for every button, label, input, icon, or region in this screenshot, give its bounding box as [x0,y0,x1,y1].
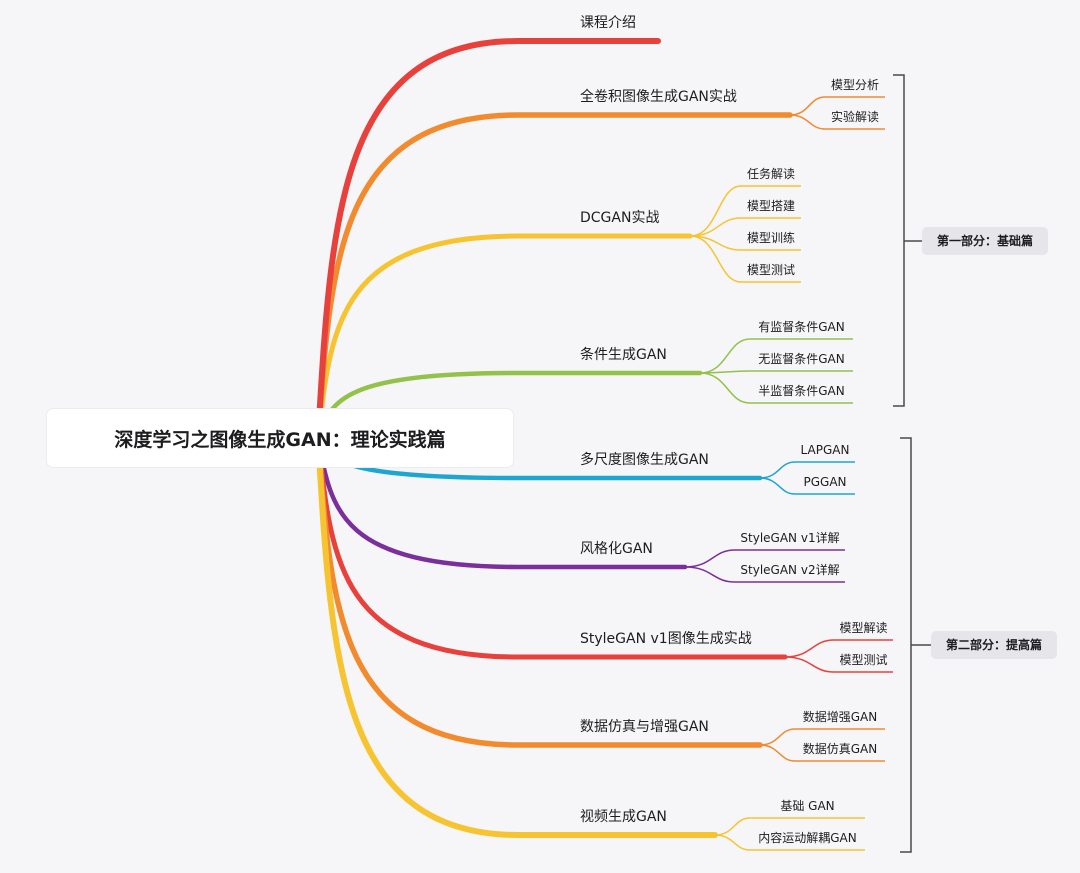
leaf-connector [759,728,885,746]
leaf-topic[interactable]: LAPGAN [801,443,850,457]
connector-layer [315,38,893,851]
branch-topic[interactable]: 条件生成GAN [580,346,667,363]
branch-topic[interactable]: 风格化GAN [580,541,653,557]
leaf-topic[interactable]: 内容运动解耦GAN [758,830,857,845]
leaf-topic[interactable]: 无监督条件GAN [758,351,845,366]
group-summary-box[interactable] [922,227,1048,255]
leaf-connector [714,834,865,851]
branch-connector [315,112,793,441]
branch-topic[interactable]: DCGAN实战 [580,210,659,226]
leaf-connector [699,372,853,404]
branch-topic[interactable]: 课程介绍 [580,15,636,31]
leaf-topic[interactable]: 实验解读 [831,109,879,124]
branch-topic[interactable]: 视频生成GAN [580,809,667,825]
root-title: 深度学习之图像生成GAN：理论实践篇 [114,428,446,451]
branch-connector [315,435,763,748]
leaf-connector [684,549,845,568]
leaf-topic[interactable]: 模型训练 [747,230,795,245]
leaf-topic[interactable]: 模型搭建 [747,199,795,213]
leaf-connector [684,566,845,583]
group-summary-label: 第一部分：基础篇 [937,233,1033,248]
leaf-topic[interactable]: StyleGAN v2详解 [740,562,839,577]
leaf-connector [714,817,865,836]
branch-topic[interactable]: StyleGAN v1图像生成实战 [580,631,752,647]
leaf-connector [789,96,885,116]
leaf-topic[interactable]: 半监督条件GAN [758,383,845,398]
leaf-connector [689,235,801,283]
leaf-topic[interactable]: 任务解读 [747,166,795,181]
root-topic[interactable]: 深度学习之图像生成GAN：理论实践篇 [47,409,513,467]
leaf-connector [689,185,801,237]
group-bracket [893,74,922,407]
leaf-topic[interactable]: StyleGAN v1详解 [740,530,839,545]
leaf-connector [689,235,801,251]
branch-connector [315,435,718,838]
leaf-topic[interactable]: PGGAN [803,475,846,489]
branch-connector [315,233,693,441]
group-summary-label: 第二部分：提高篇 [946,637,1042,652]
leaf-connector [699,370,853,374]
leaf-topic[interactable]: 模型测试 [747,262,795,277]
leaf-connector [699,338,853,374]
branch-connector [315,38,661,441]
leaf-connector [689,217,801,237]
leaf-topic[interactable]: 数据仿真GAN [803,741,878,756]
leaf-connector [789,114,885,130]
leaf-topic[interactable]: 数据增强GAN [803,709,878,724]
leaf-topic[interactable]: 有监督条件GAN [758,319,845,334]
leaf-connector [759,744,885,762]
leaf-connector [784,656,893,673]
leaf-topic[interactable]: 模型分析 [831,78,879,92]
leaf-topic[interactable]: 基础 GAN [780,799,834,813]
leaf-connector [784,639,893,658]
leaf-topic[interactable]: 模型解读 [839,621,887,635]
group-summary-box[interactable] [931,631,1057,659]
leaf-connector [759,477,855,495]
leaf-topic[interactable]: 模型测试 [839,652,887,667]
group-bracket [900,437,931,853]
branch-topic[interactable]: 多尺度图像生成GAN [580,451,709,468]
branch-topic[interactable]: 数据仿真与增强GAN [580,719,709,735]
leaf-connector [759,461,855,479]
branch-topic[interactable]: 全卷积图像生成GAN实战 [580,88,737,105]
